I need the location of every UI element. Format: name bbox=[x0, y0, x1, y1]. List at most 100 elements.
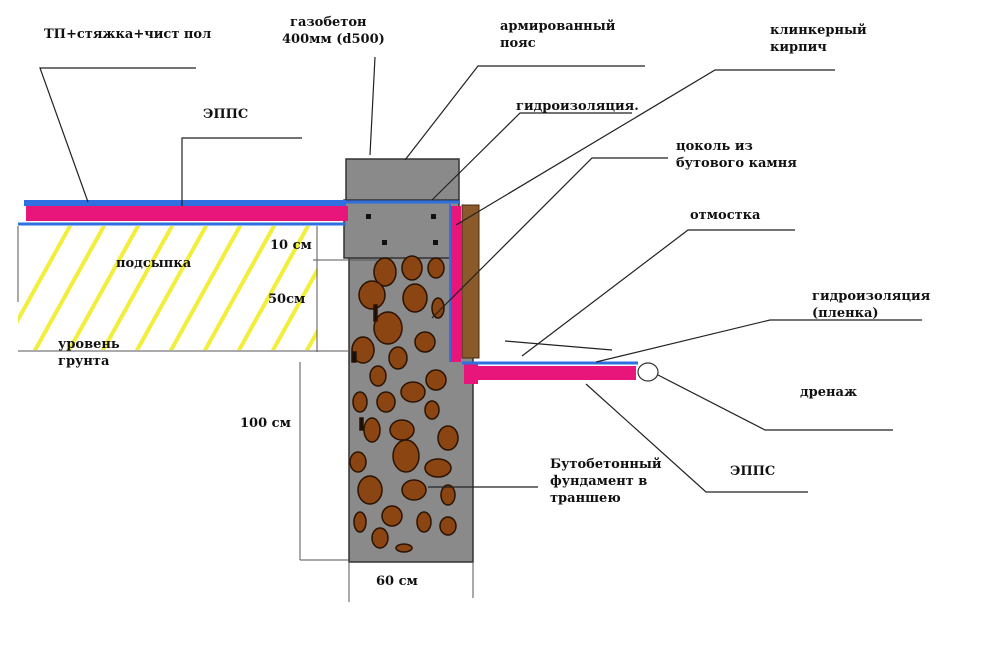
rubble-stone bbox=[357, 475, 383, 505]
rubble-stone bbox=[353, 511, 367, 533]
label-foundation-line1: Бутобетонный bbox=[550, 457, 662, 472]
rubble-stone bbox=[431, 297, 445, 319]
label-plinth-line1: цоколь из bbox=[676, 139, 753, 154]
label-drainage-text: дренаж bbox=[800, 385, 858, 400]
label-dim-10-text: 10 см bbox=[270, 238, 312, 253]
rubble-stone bbox=[389, 419, 415, 441]
rubble-stone bbox=[351, 336, 375, 364]
label-blind-area-text: отмостка bbox=[690, 208, 761, 223]
label-waterproofing-top-text: гидроизоляция. bbox=[516, 99, 639, 114]
label-backfill-text: подсыпка bbox=[116, 256, 192, 271]
rebar-sliver bbox=[351, 351, 357, 363]
rubble-stone bbox=[358, 280, 386, 310]
label-aerated-concrete-line1: газобетон bbox=[290, 15, 367, 30]
rebar-sliver bbox=[359, 417, 364, 431]
floor-top-waterproof bbox=[24, 200, 346, 206]
aerated-concrete-block bbox=[345, 158, 460, 203]
label-dim-60-text: 60 см bbox=[376, 574, 418, 589]
label-dim-60: 60 см bbox=[376, 573, 418, 590]
rubble-stone bbox=[352, 391, 368, 413]
rubble-stone bbox=[392, 439, 420, 473]
hatch-line bbox=[134, 226, 208, 350]
rubble-stone bbox=[440, 484, 456, 506]
rubble-stone bbox=[395, 543, 413, 553]
label-xps-bottom-text: ЭППС bbox=[730, 464, 776, 479]
label-reinforced-belt-line2: пояс bbox=[500, 36, 536, 51]
label-foundation: Бутобетонный фундамент в траншею bbox=[550, 456, 662, 507]
label-blind-area: отмостка bbox=[690, 207, 760, 224]
rebar-sliver bbox=[373, 304, 378, 322]
label-waterproofing-top: гидроизоляция. bbox=[516, 98, 639, 115]
rebar-mark bbox=[382, 240, 387, 245]
rubble-stone bbox=[439, 516, 457, 536]
hatch-line bbox=[270, 266, 317, 350]
dimension-lines bbox=[17, 226, 474, 602]
rubble-stone bbox=[416, 511, 432, 533]
blind-area-xps-drop bbox=[464, 362, 478, 384]
label-floor-layers-text: ТП+стяжка+чист пол bbox=[44, 27, 212, 42]
rebar-mark bbox=[366, 214, 371, 219]
rubble-stone bbox=[369, 365, 387, 387]
drainage-pipe bbox=[637, 362, 659, 382]
label-aerated-concrete: газобетон 400мм (d500) bbox=[282, 14, 385, 48]
rubble-stone bbox=[424, 458, 452, 478]
label-reinforced-belt: армированный пояс bbox=[500, 18, 615, 52]
label-plinth-line2: бутового камня bbox=[676, 156, 797, 171]
rubble-stone bbox=[425, 369, 447, 391]
rubble-stone bbox=[402, 283, 428, 313]
label-drainage: дренаж bbox=[800, 384, 857, 401]
rebar-marks bbox=[366, 214, 438, 245]
label-dim-10: 10 см bbox=[270, 237, 312, 254]
hatch-line bbox=[168, 226, 242, 350]
hatch-line bbox=[18, 226, 72, 324]
label-floor-layers: ТП+стяжка+чист пол bbox=[44, 26, 211, 43]
label-ground-level-line2: грунта bbox=[58, 354, 110, 369]
label-ground-level: уровень грунта bbox=[58, 336, 120, 370]
rubble-stone bbox=[401, 255, 423, 281]
rubble-stone bbox=[437, 425, 459, 451]
rubble-stone bbox=[400, 381, 426, 403]
rubble-stone bbox=[414, 331, 436, 353]
label-xps-top-text: ЭППС bbox=[203, 107, 249, 122]
label-reinforced-belt-line1: армированный bbox=[500, 19, 616, 34]
rubble-stone bbox=[371, 527, 389, 549]
rubble-stone bbox=[427, 257, 445, 279]
rubble-stone bbox=[373, 311, 403, 345]
backfill-hatching bbox=[18, 226, 317, 350]
hatch-line bbox=[66, 226, 140, 350]
plinth-xps-vertical bbox=[451, 206, 461, 362]
rubble-stone bbox=[376, 391, 396, 413]
blind-area-xps bbox=[464, 366, 636, 380]
label-plinth: цоколь из бутового камня bbox=[676, 138, 797, 172]
reinforced-belt-block bbox=[343, 199, 460, 259]
floor-xps-layer bbox=[26, 206, 348, 221]
rubble-stone bbox=[401, 479, 427, 501]
label-clinker-brick: клинкерный кирпич bbox=[770, 22, 867, 56]
label-clinker-brick-line1: клинкерный bbox=[770, 23, 867, 38]
rubble-stone bbox=[388, 346, 408, 370]
leader-lines bbox=[39, 56, 922, 493]
label-dim-50: 50см bbox=[268, 291, 305, 308]
label-foundation-line2: фундамент в bbox=[550, 474, 648, 489]
label-waterproofing-film-line1: гидроизоляция bbox=[812, 289, 931, 304]
label-dim-100: 100 см bbox=[240, 415, 291, 432]
label-xps-top: ЭППС bbox=[203, 106, 248, 123]
rubble-stone bbox=[349, 451, 367, 473]
label-clinker-brick-line2: кирпич bbox=[770, 40, 827, 55]
hatch-line bbox=[236, 226, 310, 350]
rubble-stone bbox=[363, 417, 381, 443]
clinker-brick-cladding bbox=[461, 204, 480, 359]
label-aerated-concrete-line2: 400мм (d500) bbox=[282, 32, 385, 47]
label-ground-level-line1: уровень bbox=[58, 337, 120, 352]
hatch-line bbox=[202, 226, 276, 350]
label-dim-50-text: 50см bbox=[268, 292, 306, 307]
label-dim-100-text: 100 см bbox=[240, 416, 291, 431]
label-foundation-line3: траншею bbox=[550, 491, 621, 506]
rebar-mark bbox=[431, 214, 436, 219]
rebar-mark bbox=[433, 240, 438, 245]
rubble-stones bbox=[349, 255, 459, 553]
label-waterproofing-film: гидроизоляция (пленка) bbox=[812, 288, 930, 322]
rubble-stone bbox=[424, 400, 440, 420]
hatch-line bbox=[100, 226, 174, 350]
